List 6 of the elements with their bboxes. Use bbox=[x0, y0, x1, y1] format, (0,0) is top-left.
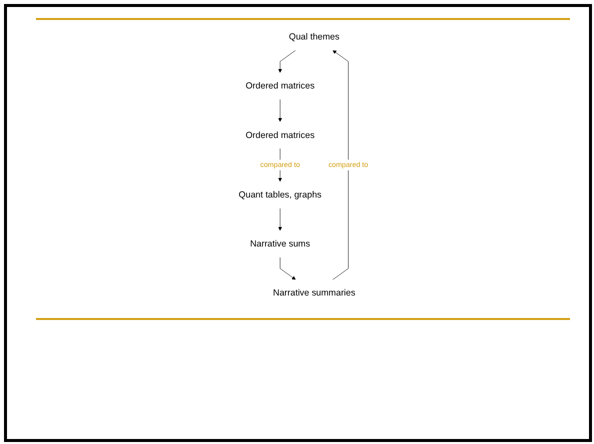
node-text: Narrative summaries bbox=[273, 288, 356, 298]
node-text: Quant tables, graphs bbox=[238, 190, 322, 200]
node-text: Narrative sums bbox=[250, 239, 310, 249]
node-text: Ordered matrices bbox=[246, 130, 315, 140]
node-text: Ordered matrices bbox=[246, 81, 315, 91]
node-text: Qual themes bbox=[288, 32, 340, 42]
